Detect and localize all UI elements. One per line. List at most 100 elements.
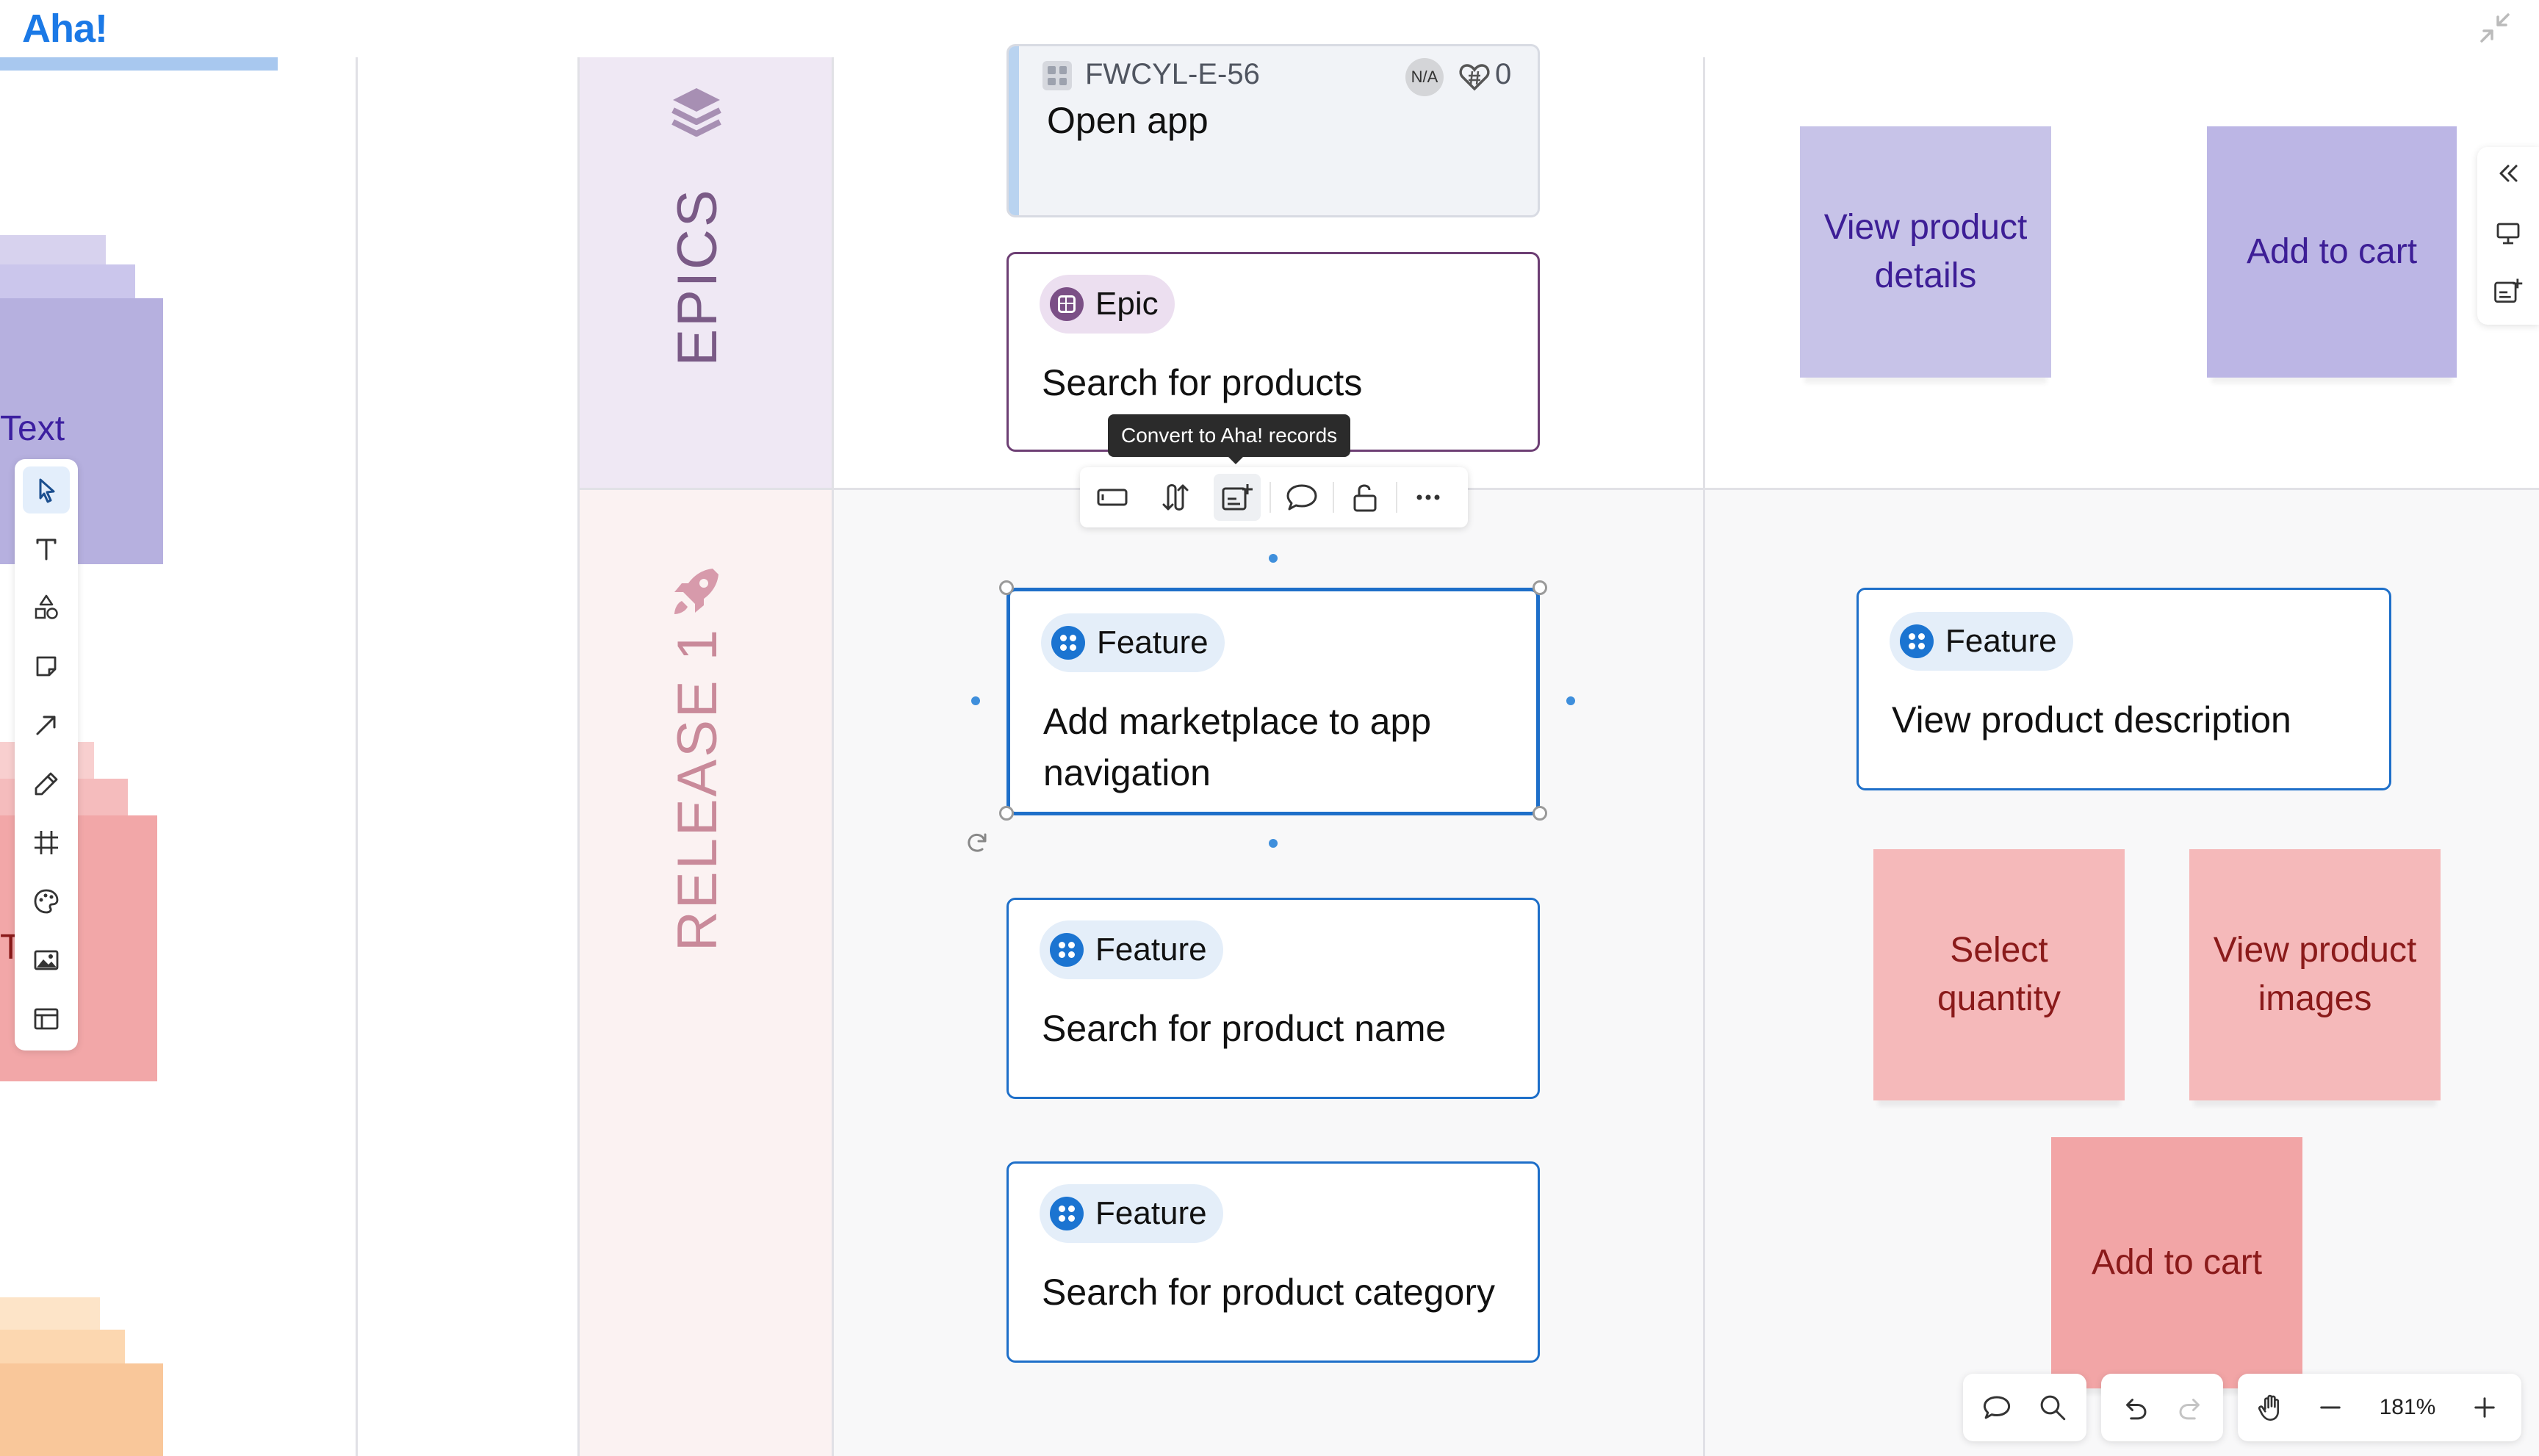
connector-point[interactable] [971, 696, 980, 705]
grid-line [832, 57, 834, 1456]
unlock-icon[interactable] [1341, 474, 1389, 521]
feature-chip: Feature [1040, 1184, 1223, 1243]
search-icon[interactable] [2029, 1384, 2076, 1431]
sticky-note-line: images [2258, 979, 2372, 1018]
frame-icon[interactable] [23, 819, 70, 866]
resize-handle[interactable] [1533, 580, 1547, 595]
rotate-icon[interactable] [964, 830, 990, 857]
sticky-note-view-product-images[interactable]: View product images [2189, 849, 2441, 1100]
record-card[interactable]: FWCYL-E-56 N/A 0 Open app [1006, 44, 1540, 217]
sticky-note-text: Text [0, 409, 65, 448]
comment-icon[interactable] [1973, 1384, 2020, 1431]
grid-line [1703, 57, 1705, 1456]
assignee-avatar[interactable]: N/A [1405, 58, 1444, 96]
lane-title-release: RELEASE 1 [666, 627, 729, 951]
pen-icon[interactable] [23, 760, 70, 807]
grid-line [356, 57, 358, 1456]
zoom-out-icon[interactable] [2307, 1384, 2354, 1431]
table-icon[interactable] [23, 995, 70, 1042]
collapse-icon[interactable] [2486, 151, 2530, 195]
sticky-note-line: Select [1950, 931, 2048, 970]
feature-chip-label: Feature [1095, 931, 1207, 967]
feature-icon [1900, 624, 1934, 658]
epic-icon [1050, 287, 1084, 321]
resize-handle[interactable] [999, 580, 1014, 595]
resize-handle[interactable] [1533, 806, 1547, 821]
zoom-in-icon[interactable] [2461, 1384, 2508, 1431]
selection-toolbar [1080, 467, 1468, 527]
feature-card-selected[interactable]: Feature Add marketplace to app navigatio… [1006, 588, 1540, 815]
palette-icon[interactable] [23, 878, 70, 925]
release-lane-header [579, 489, 833, 1456]
connector-point[interactable] [1566, 696, 1575, 705]
feature-chip: Feature [1040, 920, 1223, 979]
sticky-note[interactable] [0, 1363, 163, 1456]
add-record-icon[interactable] [2486, 269, 2530, 313]
resize-handle[interactable] [999, 806, 1014, 821]
sticky-note-text: Add to cart [2091, 1243, 2263, 1282]
feature-title: Search for product category [1042, 1272, 1495, 1313]
more-icon[interactable] [1405, 474, 1452, 521]
grid-line [579, 488, 2539, 490]
record-color-bar [1009, 46, 1019, 215]
sticky-note-icon[interactable] [23, 643, 70, 690]
text-icon[interactable] [23, 525, 70, 572]
shapes-icon[interactable] [23, 584, 70, 631]
sticky-note[interactable] [0, 1297, 100, 1334]
connector-point[interactable] [1269, 839, 1278, 848]
swap-icon[interactable] [1152, 474, 1199, 521]
feature-title-line1: Add marketplace to app [1043, 701, 1432, 742]
feature-icon [1050, 933, 1084, 967]
feature-card[interactable]: Feature Search for product name [1006, 898, 1540, 1099]
score-count: 0 [1495, 58, 1512, 90]
right-rail [2477, 147, 2539, 325]
feature-chip-label: Feature [1097, 624, 1209, 660]
feature-chip: Feature [1890, 612, 2073, 671]
bottom-toolbar: 181% [1963, 1374, 2521, 1441]
select-icon[interactable] [23, 466, 70, 513]
rocket-icon [667, 563, 726, 621]
feature-title: View product description [1892, 699, 2291, 740]
grid-line [577, 57, 580, 1456]
sticky-note-line: details [1874, 256, 1977, 295]
card-icon[interactable] [1089, 474, 1136, 521]
comment-icon[interactable] [1278, 474, 1325, 521]
minimize-icon[interactable] [2477, 10, 2513, 46]
grid-icon [1042, 61, 1072, 90]
tooltip-arrow [1227, 455, 1245, 464]
toolbar-divider [1396, 482, 1397, 513]
sticky-note-line: View product [2213, 931, 2417, 970]
bottom-group-zoom: 181% [2238, 1374, 2521, 1441]
connector-point[interactable] [1269, 554, 1278, 563]
score-icon [1458, 62, 1491, 92]
feature-card[interactable]: Feature Search for product category [1006, 1161, 1540, 1363]
epic-title: Search for products [1042, 362, 1363, 403]
present-icon[interactable] [2486, 212, 2530, 256]
sticky-note-add-to-cart[interactable]: Add to cart [2051, 1137, 2302, 1388]
feature-card[interactable]: Feature View product description [1856, 588, 2391, 790]
undo-icon[interactable] [2111, 1384, 2158, 1431]
aha-logo[interactable]: Aha! [22, 7, 108, 51]
sticky-note-text: Add to cart [2246, 232, 2418, 271]
sticky-note-add-to-cart[interactable]: Add to cart [2207, 126, 2457, 378]
feature-chip-label: Feature [1095, 1195, 1207, 1231]
feature-chip: Feature [1041, 613, 1225, 672]
toolbar-divider [1270, 482, 1271, 513]
redo-icon[interactable] [2167, 1384, 2214, 1431]
lane-title-epics: EPICS [666, 187, 729, 367]
zoom-level[interactable]: 181% [2379, 1395, 2436, 1419]
header-accent-bar [0, 57, 278, 71]
tool-rail [15, 459, 78, 1050]
sticky-note-line: quantity [1937, 979, 2061, 1018]
record-id[interactable]: FWCYL-E-56 [1085, 58, 1260, 90]
bottom-group-view [1963, 1374, 2086, 1441]
sticky-note-select-quantity[interactable]: Select quantity [1873, 849, 2125, 1100]
tooltip: Convert to Aha! records [1108, 414, 1351, 457]
feature-title: Search for product name [1042, 1008, 1447, 1049]
image-icon[interactable] [23, 937, 70, 984]
hand-icon[interactable] [2248, 1384, 2295, 1431]
convert-record-icon[interactable] [1214, 474, 1261, 521]
bottom-group-history [2101, 1374, 2223, 1441]
arrow-icon[interactable] [23, 702, 70, 749]
